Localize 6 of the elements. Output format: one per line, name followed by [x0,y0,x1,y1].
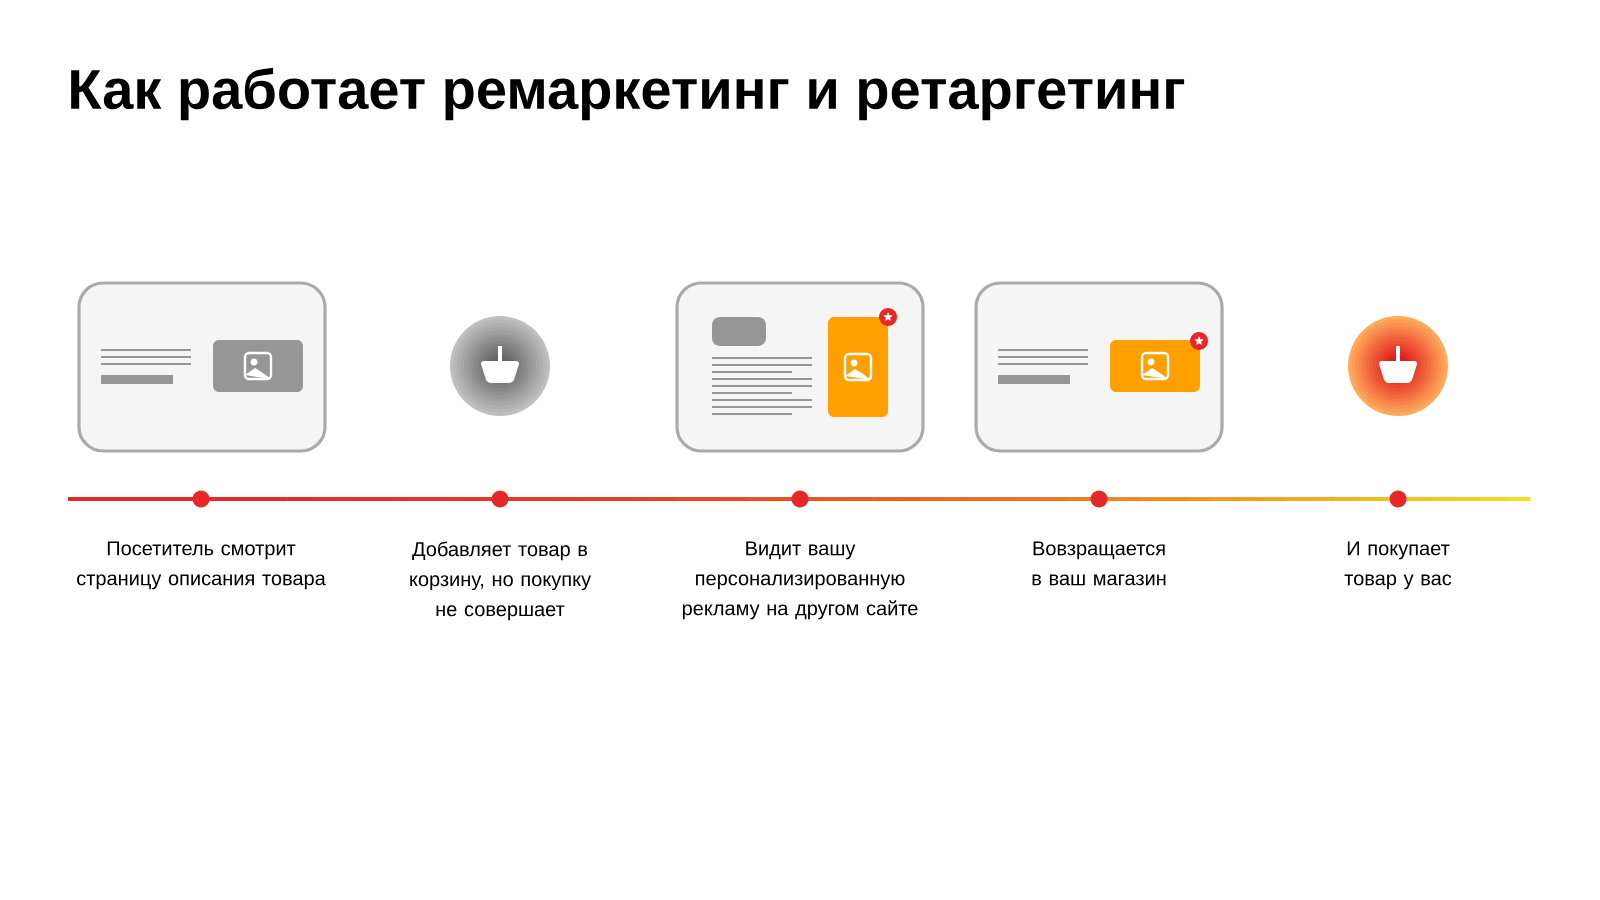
title: Как работает ремаркетинг и ретаргетинг [71,67,1185,121]
step-caption: И покупает товар у вас [1344,541,1452,590]
step-caption: Посетитель смотрит страницу описания товара [77,541,326,590]
step-caption: Видит вашу персонализированную рекламу на другом сайте [682,541,918,620]
step-caption: Вовзращается в ваш магазин [1032,541,1166,586]
step-caption: Добавляет товар в корзину, но покупку не совершает [410,541,592,621]
